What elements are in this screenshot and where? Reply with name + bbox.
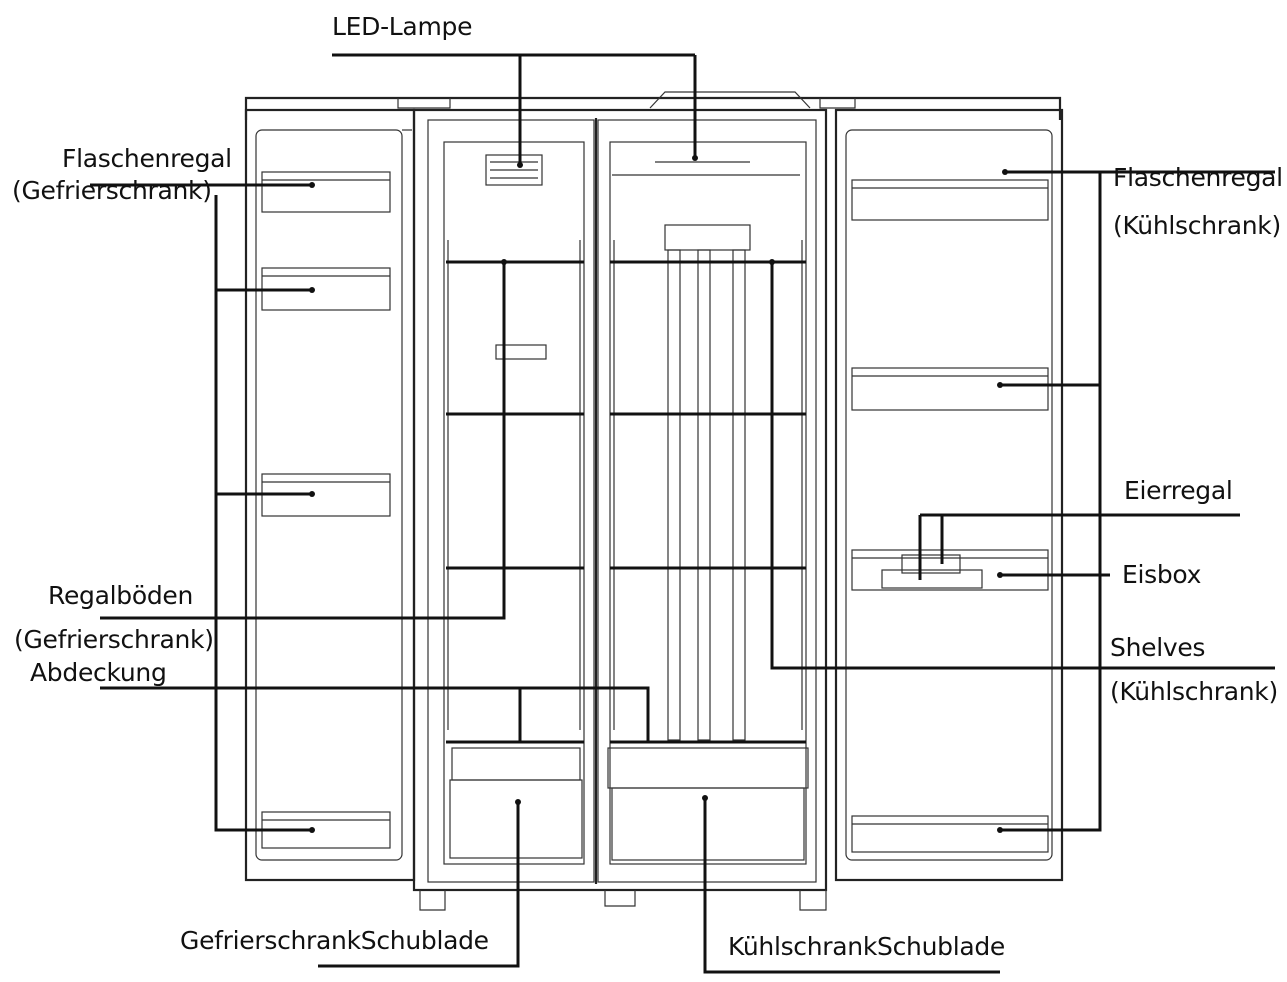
right-door	[834, 108, 1064, 882]
label-bottle-shelf-freezer-qualifier: (Gefrierschrank)	[12, 176, 212, 205]
label-shelves-freezer: Regalböden	[48, 581, 194, 610]
label-shelves-fridge-qualifier: (Kühlschrank)	[1110, 677, 1278, 706]
label-fridge-drawer: KühlschrankSchublade	[728, 932, 1006, 961]
hinge-left-top	[397, 98, 451, 109]
label-shelves-freezer-qualifier: (Gefrierschrank)	[14, 625, 214, 654]
leader-dots	[309, 155, 1008, 833]
label-freezer-drawer: GefrierschrankSchublade	[180, 926, 489, 955]
label-led-lamp: LED-Lampe	[332, 12, 473, 41]
label-bottle-shelf-fridge-qualifier: (Kühlschrank)	[1113, 211, 1281, 240]
label-bottle-shelf-fridge: Flaschenregal	[1113, 163, 1283, 192]
label-egg-tray: Eierregal	[1124, 476, 1233, 505]
leader-lines	[90, 53, 1275, 974]
cabinet-body	[412, 108, 828, 911]
label-bottle-shelf-freezer: Flaschenregal	[62, 144, 232, 173]
label-ice-box: Eisbox	[1122, 560, 1202, 589]
label-shelves-fridge: Shelves	[1110, 633, 1206, 662]
hinge-right-top	[819, 98, 856, 109]
label-cover: Abdeckung	[30, 658, 167, 687]
control-panel-top	[649, 91, 811, 109]
